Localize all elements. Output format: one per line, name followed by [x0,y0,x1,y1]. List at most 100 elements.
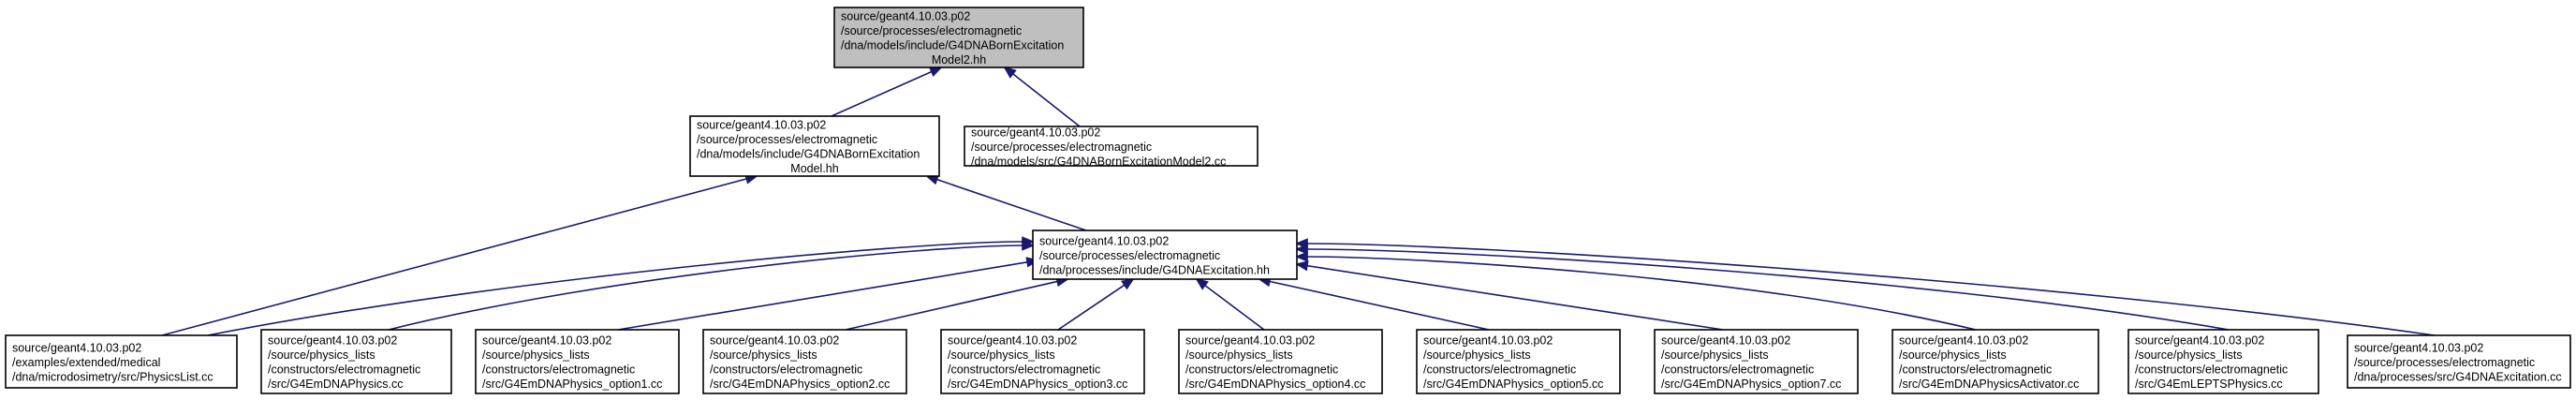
node-label-line: source/geant4.10.03.p02 [971,126,1100,139]
edge-line [388,244,1023,331]
node-option3-cc[interactable]: source/geant4.10.03.p02/source/physics_l… [940,329,1145,394]
node-label-line: /src/G4EmDNAPhysics_option2.cc [710,378,890,391]
node-label-line: /source/physics_lists [1899,348,2007,362]
node-label-line: /constructors/electromagnetic [710,363,862,377]
node-label-line: /src/G4EmDNAPhysics_option1.cc [482,378,662,391]
edge-line [161,178,747,336]
node-excitation-hh[interactable]: source/geant4.10.03.p02/source/processes… [1032,230,1298,280]
node-box [702,329,907,394]
edge-line [617,261,1028,331]
dependency-edge [1294,260,1724,331]
arrowhead-icon [1294,251,1308,262]
arrowhead-icon [1003,66,1017,79]
node-label-line: /constructors/electromagnetic [1899,363,2052,377]
node-box [1416,329,1621,394]
node-label-line: /source/physics_lists [1661,348,1769,362]
node-box [2347,334,2571,389]
node-activator-cc[interactable]: source/geant4.10.03.p02/source/physics_l… [1892,329,2099,394]
node-excitation-cc[interactable]: source/geant4.10.03.p02/source/processes… [2347,334,2571,389]
dependency-edge [1195,277,1265,331]
dependency-edge [1003,66,1081,127]
node-label-line: source/geant4.10.03.p02 [2135,334,2264,348]
nodes: source/geant4.10.03.p02/source/processes… [5,7,2571,394]
node-label-line: /constructors/electromagnetic [482,363,635,377]
node-label-line: /constructors/electromagnetic [948,363,1100,377]
dependency-edge [925,174,1087,231]
dependency-edge [1257,275,1490,331]
node-label-line: /dna/models/include/G4DNABornExcitation [841,39,1064,52]
node-box [940,329,1145,394]
node-label-line: /constructors/electromagnetic [1185,363,1338,377]
node-label-line: source/geant4.10.03.p02 [697,119,826,132]
node-label-line: Model.hh [790,162,838,175]
node-label-line: /source/physics_lists [710,348,817,362]
edge-line [1012,73,1081,127]
edges [161,66,2436,336]
node-label-line: source/geant4.10.03.p02 [1661,334,1790,348]
node-label-line: source/geant4.10.03.p02 [1899,334,2028,348]
node-box [1178,329,1383,394]
dependency-edge [831,67,943,117]
node-label-line: source/geant4.10.03.p02 [841,10,970,23]
node-label-line: /source/processes/electromagnetic [971,141,1152,154]
node-label-line: /constructors/electromagnetic [268,363,420,377]
node-label-line: /source/physics_lists [482,348,590,362]
node-box [1654,329,1859,394]
node-label-line: /src/G4EmDNAPhysicsActivator.cc [1899,378,2079,391]
node-label-line: /dna/processes/include/G4DNAExcitation.h… [1039,263,1270,276]
node-label-line: /dna/processes/src/G4DNAExcitation.cc [2354,370,2562,383]
edge-line [1057,284,1126,331]
node-option1-cc[interactable]: source/geant4.10.03.p02/source/physics_l… [475,329,680,394]
node-label-line: /dna/models/src/G4DNABornExcitationModel… [971,155,1226,168]
node-box [689,115,940,177]
node-label-line: /source/physics_lists [948,348,1055,362]
node-emdnaphysics-cc[interactable]: source/geant4.10.03.p02/source/physics_l… [260,329,452,394]
edge-line [831,70,933,117]
edge-line [1204,284,1265,331]
node-label-line: /source/physics_lists [1185,348,1293,362]
node-box [1892,329,2099,394]
node-bornmodel-hh[interactable]: source/geant4.10.03.p02/source/processes… [689,115,940,177]
node-label-line: /source/physics_lists [268,348,375,362]
node-bornmodel2-cc[interactable]: source/geant4.10.03.p02/source/processes… [964,126,1259,168]
node-option4-cc[interactable]: source/geant4.10.03.p02/source/physics_l… [1178,329,1383,394]
node-root[interactable]: source/geant4.10.03.p02/source/processes… [833,7,1084,68]
edge-line [1306,264,1724,331]
node-label-line: /constructors/electromagnetic [2135,363,2288,377]
dependency-edge [1294,244,2230,331]
node-label-line: source/geant4.10.03.p02 [710,334,839,348]
node-label-line: source/geant4.10.03.p02 [1185,334,1315,348]
node-label-line: /dna/models/include/G4DNABornExcitation [697,148,920,161]
node-label-line: source/geant4.10.03.p02 [1039,234,1169,247]
node-option2-cc[interactable]: source/geant4.10.03.p02/source/physics_l… [702,329,907,394]
node-box [833,7,1084,68]
node-option7-cc[interactable]: source/geant4.10.03.p02/source/physics_l… [1654,329,1859,394]
node-label-line: /source/physics_lists [1423,348,1531,362]
edge-line [1269,280,1490,331]
node-label-line: /constructors/electromagnetic [1423,363,1576,377]
edge-line [1306,243,2436,336]
node-label-line: /source/physics_lists [2135,348,2243,362]
dependency-edge [388,240,1036,331]
node-label-line: /source/processes/electromagnetic [697,133,877,146]
node-option5-cc[interactable]: source/geant4.10.03.p02/source/physics_l… [1416,329,1621,394]
node-label-line: source/geant4.10.03.p02 [2354,341,2483,354]
node-label-line: source/geant4.10.03.p02 [948,334,1077,348]
arrowhead-icon [928,67,943,77]
node-label-line: Model2.hh [932,53,986,67]
node-label-line: source/geant4.10.03.p02 [12,341,141,354]
node-label-line: source/geant4.10.03.p02 [268,334,397,348]
node-physicslist-cc[interactable]: source/geant4.10.03.p02/examples/extende… [5,334,238,389]
node-box [964,126,1259,167]
arrowhead-icon [1294,238,1308,249]
node-label-line: /source/processes/electromagnetic [841,24,1022,37]
edge-line [845,280,1058,331]
node-lepts-cc[interactable]: source/geant4.10.03.p02/source/physics_l… [2127,329,2319,394]
edge-line [936,178,1087,231]
node-box [475,329,680,394]
arrowhead-icon [1294,260,1309,272]
node-label-line: /src/G4EmDNAPhysics.cc [268,378,403,391]
dependency-edge [617,257,1040,331]
dependency-edge [1294,251,1977,331]
